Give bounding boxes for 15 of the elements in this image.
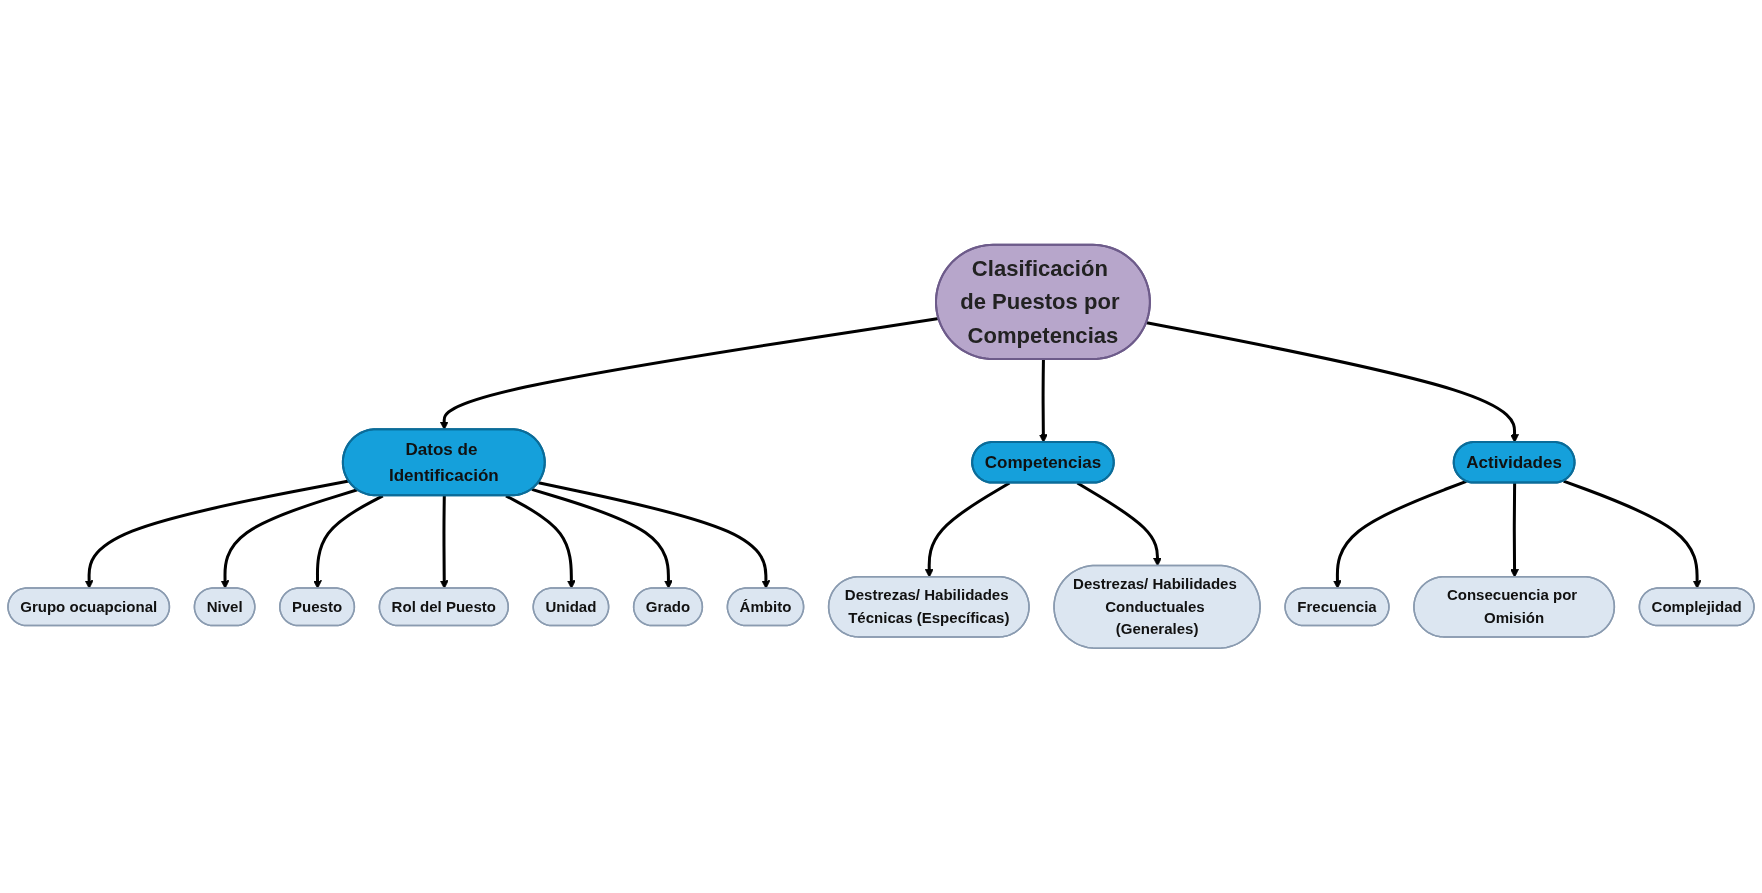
arrow — [924, 481, 1011, 578]
arrow — [505, 494, 576, 589]
arrow — [1038, 359, 1048, 443]
arrow — [538, 481, 771, 589]
arrow — [439, 495, 449, 589]
arrow — [1333, 479, 1467, 589]
arrow — [220, 488, 358, 589]
arrow — [84, 479, 350, 589]
arrow — [1563, 479, 1702, 589]
arrow — [313, 494, 384, 589]
arrow — [439, 317, 940, 431]
arrow — [1076, 481, 1162, 567]
arrow — [1510, 483, 1519, 578]
arrow — [531, 487, 673, 589]
arrow — [1146, 321, 1519, 443]
